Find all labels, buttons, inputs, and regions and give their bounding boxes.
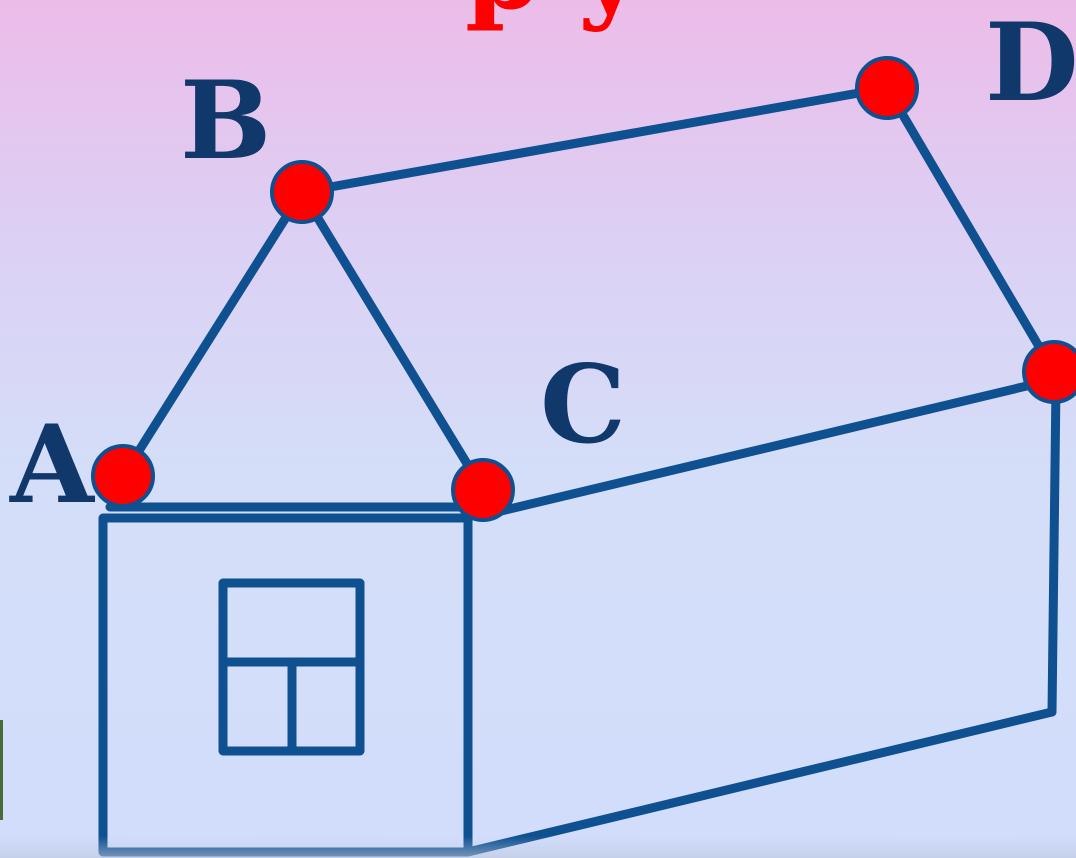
side-wall-right xyxy=(1047,380,1061,717)
vertex-d xyxy=(855,56,919,120)
vertex-a xyxy=(91,444,155,508)
label-c: C xyxy=(540,342,626,468)
side-wall-top xyxy=(475,375,1057,521)
front-wall xyxy=(98,513,473,857)
left-edge-mark xyxy=(0,720,3,820)
window-icon xyxy=(218,578,365,756)
title-fragment: p y xyxy=(465,0,644,34)
vertex-c xyxy=(451,458,515,522)
label-b: B xyxy=(180,58,271,184)
bottom-strip xyxy=(0,836,1076,858)
label-a: A xyxy=(9,402,96,528)
roof-ridge-bd xyxy=(297,83,892,197)
roof-edge-bc xyxy=(297,187,488,495)
vertex-e xyxy=(1022,340,1076,404)
roof-edge-de xyxy=(882,83,1059,377)
label-d: D xyxy=(985,0,1076,126)
side-wall-bottom xyxy=(463,707,1057,857)
vertex-b xyxy=(270,160,334,224)
roof-edge-ab xyxy=(118,187,307,481)
